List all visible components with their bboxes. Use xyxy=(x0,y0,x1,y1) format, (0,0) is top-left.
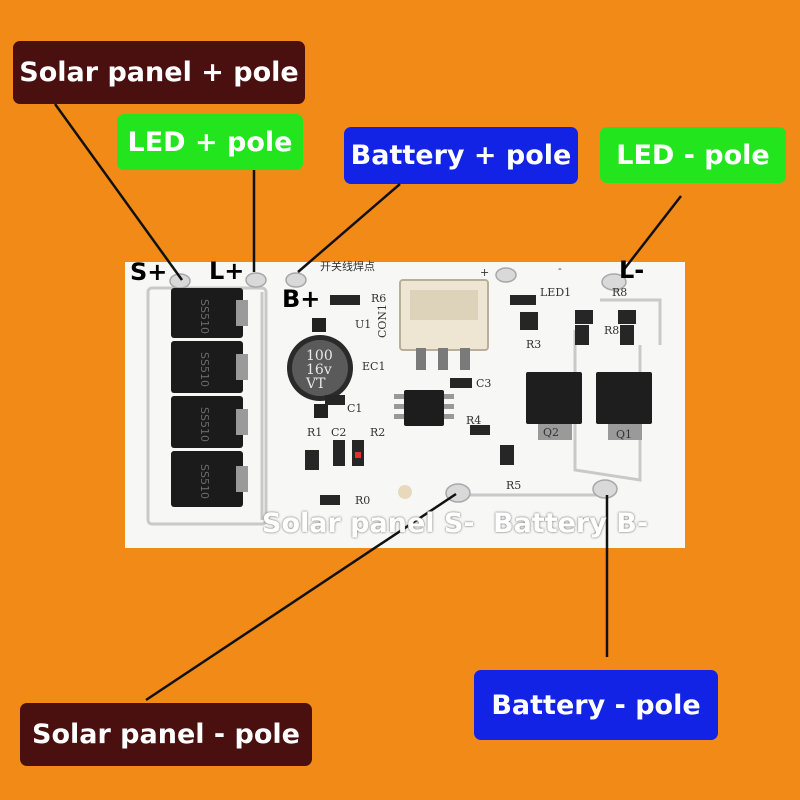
svg-text:C2: C2 xyxy=(331,426,346,439)
pin-label-solar-panel-s-minus: Solar panel S- xyxy=(262,508,475,539)
led-positive-label: LED + pole xyxy=(117,114,303,170)
svg-text:C3: C3 xyxy=(476,377,491,390)
solar-panel-positive-label: Solar panel + pole xyxy=(13,41,305,104)
svg-text:R1: R1 xyxy=(307,426,322,439)
ic-chip xyxy=(394,390,454,426)
svg-text:R4: R4 xyxy=(466,414,481,427)
silkscreen-text: 开关线焊点 + - LED1 R8 R8 R6 U1 CON1 EC1 R3 C… xyxy=(307,259,632,507)
svg-text:R0: R0 xyxy=(355,494,370,507)
svg-text:CON1: CON1 xyxy=(376,304,389,338)
pin-label-s-plus: S+ xyxy=(130,258,168,286)
svg-text:R5: R5 xyxy=(506,479,521,492)
test-point xyxy=(398,485,412,499)
leader-led-negative xyxy=(621,195,682,273)
pin-label-l-plus: L+ xyxy=(209,257,245,285)
pin-label-b-plus: B+ xyxy=(282,285,321,313)
pin-label-battery-b-minus: Battery B- xyxy=(493,508,649,539)
svg-text:Q1: Q1 xyxy=(616,428,632,441)
leader-solar-positive xyxy=(53,103,184,281)
solar-panel-negative-label: Solar panel - pole xyxy=(20,703,312,766)
diode-markings: SS510 SS510 SS510 SS510 xyxy=(198,299,211,499)
schottky-diodes xyxy=(171,288,248,507)
svg-text:+: + xyxy=(480,266,489,279)
svg-text:EC1: EC1 xyxy=(362,360,385,373)
electrolytic-capacitor xyxy=(287,318,353,418)
svg-text:R2: R2 xyxy=(370,426,385,439)
svg-text:开关线焊点: 开关线焊点 xyxy=(320,259,375,273)
svg-text:LED1: LED1 xyxy=(540,286,571,299)
svg-text:SS510: SS510 xyxy=(198,464,211,499)
svg-text:R6: R6 xyxy=(371,292,386,305)
battery-negative-label: Battery - pole xyxy=(474,670,718,740)
leader-solar-negative xyxy=(145,492,457,702)
connector-con1 xyxy=(399,279,489,370)
mosfets xyxy=(526,372,652,440)
leader-lines xyxy=(53,103,682,702)
led-negative-label: LED - pole xyxy=(600,127,786,183)
pin-label-l-minus: L- xyxy=(619,256,645,284)
svg-text:SS510: SS510 xyxy=(198,352,211,387)
capacitor-value: 100 xyxy=(306,348,333,364)
svg-text:C1: C1 xyxy=(347,402,362,415)
svg-text:R8: R8 xyxy=(612,286,627,299)
svg-text:U1: U1 xyxy=(355,318,371,331)
svg-text:R8: R8 xyxy=(604,324,619,337)
smd-red-marker xyxy=(355,452,361,458)
svg-text:-: - xyxy=(558,262,562,275)
capacitor-code: VT xyxy=(305,376,326,392)
svg-text:R3: R3 xyxy=(526,338,541,351)
battery-positive-label: Battery + pole xyxy=(344,127,578,184)
leader-battery-positive xyxy=(297,183,401,273)
svg-text:SS510: SS510 xyxy=(198,407,211,442)
svg-text:SS510: SS510 xyxy=(198,299,211,334)
capacitor-voltage: 16v xyxy=(306,362,332,378)
svg-text:Q2: Q2 xyxy=(543,426,559,439)
smd-parts xyxy=(305,295,636,505)
